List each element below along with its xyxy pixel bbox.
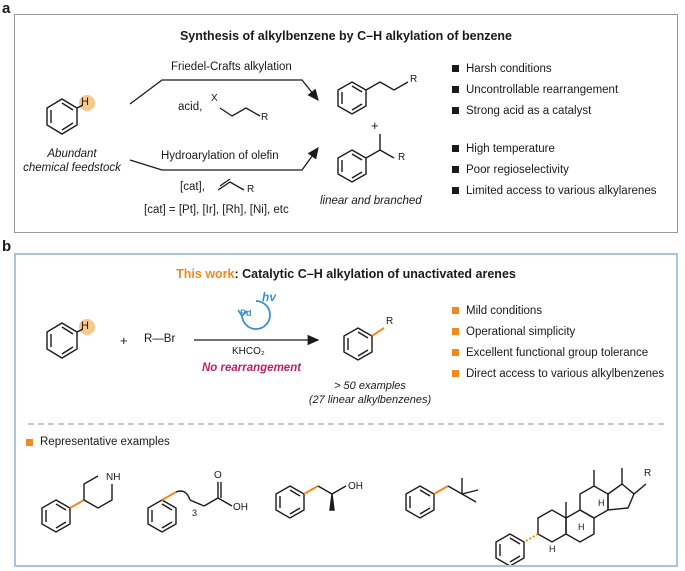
example-2-o: O [214,470,222,481]
hv-label: hv [262,290,277,304]
representative-examples-heading: Representative examples [26,436,170,448]
example-2-oh: OH [233,502,248,513]
bullet-square-icon [452,187,459,194]
bullet-item: Mild conditions [452,300,664,321]
bullet-item: Harsh conditions [452,58,618,79]
linear-product [337,81,409,115]
panel-a-title: Synthesis of alkylbenzene by C–H alkylat… [179,29,513,43]
r-label-linear: R [410,74,418,85]
example-5-r: R [644,468,652,479]
plus-b: + [120,333,128,348]
hydroarylation-arrow [129,146,319,171]
bullet-square-icon [452,107,459,114]
base-label: KHCO₂ [232,346,265,357]
benzene-starting-a [46,95,95,135]
r-label-branched: R [398,152,406,163]
example-5-h2: H [578,522,585,532]
bullet-square-icon [452,86,459,93]
bullet-list-a-top: Harsh conditions Uncontrollable rearrang… [452,58,618,121]
bullet-square-icon [452,166,459,173]
bullet-square-icon [452,145,459,152]
example-5-h3: H [549,544,556,554]
bullet-item: High temperature [452,138,656,159]
section-divider [28,423,664,425]
alkyl-halide-reagent [219,107,261,117]
example-3-methylphenylpropanol [275,485,347,519]
example-2-phenylalkanoic-acid [147,482,233,533]
bullet-square-icon [452,65,459,72]
bullet-square-icon [452,328,459,335]
cat-list-label: [cat] = [Pt], [Ir], [Rh], [Ni], etc [144,204,289,216]
examples-linear: (27 linear alkylbenzenes) [308,394,432,406]
r-label-olefin: R [247,184,255,195]
r-label-product: R [386,316,394,327]
bullet-item: Direct access to various alkylbenzenes [452,363,664,384]
title-highlight: This work [176,267,235,281]
bullet-item: Excellent functional group tolerance [452,342,664,363]
cat-label: [cat], [180,181,205,193]
r-label-reagent: R [261,112,269,123]
pd-cycle-icon [237,300,271,330]
panel-a-letter: a [2,0,11,17]
example-2-n: 3 [192,508,198,518]
bullet-item: Operational simplicity [452,321,664,342]
plus-a: + [371,118,379,133]
olefin-reagent [217,178,245,191]
x-label: X [211,93,218,104]
branched-product [337,134,395,183]
bullet-list-a-bottom: High temperature Poor regioselectivity L… [452,138,656,201]
bullet-square-icon [452,349,459,356]
h-label-b: H [81,320,89,332]
bullet-item: Uncontrollable rearrangement [452,79,618,100]
bullet-item: Poor regioselectivity [452,159,656,180]
bullet-item: Strong acid as a catalyst [452,100,618,121]
example-4-neopentylbenzene [405,478,479,519]
product-b [343,327,385,361]
example-1-phenylpiperidine [41,475,113,533]
h-label-a: H [81,96,89,108]
example-5-steroid [495,468,647,567]
title-rest: : Catalytic C–H alkylation of unactivate… [234,267,516,281]
examples-count: > 50 examples [334,380,406,392]
bullet-square-icon [452,370,459,377]
pd-label: Pd [240,308,252,318]
panel-b-title: This work: Catalytic C–H alkylation of u… [14,267,678,281]
bullet-item: Limited access to various alkylarenes [452,180,656,201]
example-3-oh: OH [348,481,363,492]
feedstock-label-2: chemical feedstock [23,162,121,174]
panel-b-box [14,253,678,567]
products-label: linear and branched [320,195,422,207]
benzene-starting-b [46,319,95,359]
hydroarylation-label: Hydroarylation of olefin [161,150,279,162]
bullet-square-icon [26,438,33,446]
bullet-list-b: Mild conditions Operational simplicity E… [452,300,664,384]
no-rearrangement-label: No rearrangement [202,362,302,374]
feedstock-label-1: Abundant [47,148,97,160]
example-1-nh: NH [106,472,121,483]
panel-b-letter: b [2,238,12,255]
bullet-square-icon [452,307,459,314]
reagent-label: R—Br [144,333,176,345]
example-5-h1: H [598,498,605,508]
friedel-crafts-label: Friedel-Crafts alkylation [171,61,292,73]
acid-label: acid, [178,101,203,113]
friedel-crafts-arrow [129,79,319,105]
panel-a-box [14,14,678,233]
